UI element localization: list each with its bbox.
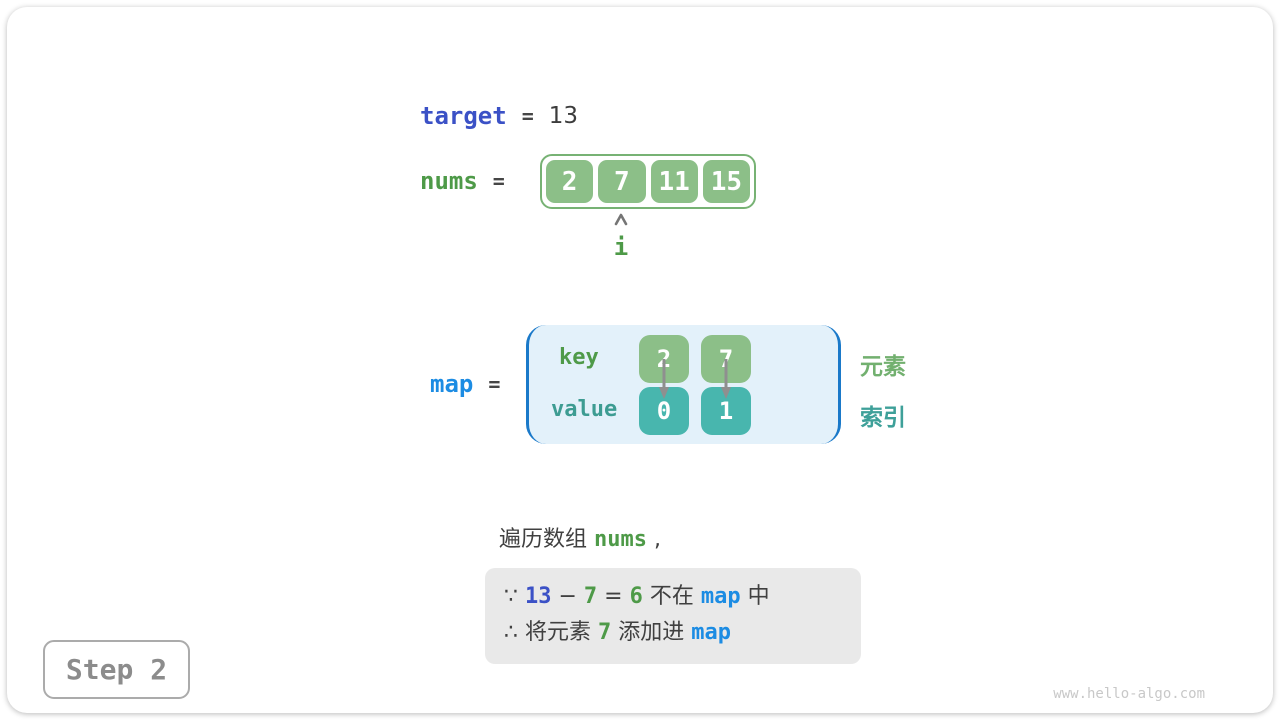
array-cell: 11 (650, 160, 698, 203)
array-cell: 7 (598, 160, 646, 203)
target-variable-name: target (420, 102, 507, 130)
equals-sign: = (488, 372, 501, 396)
diagram-card: target = 13 nums = 2 7 11 15 i map = key… (7, 7, 1273, 713)
target-row: target = 13 (420, 102, 578, 130)
equals-sign: = (492, 169, 505, 193)
map-value-cell: 1 (701, 387, 751, 435)
down-arrow-icon (659, 359, 669, 399)
index-pointer-label: i (613, 233, 629, 261)
step-badge: Step 2 (43, 640, 190, 699)
equals-sign: = (521, 104, 534, 128)
nums-array: 2 7 11 15 (540, 154, 756, 209)
index-legend-label: 索引 (860, 405, 906, 431)
array-cell: 2 (546, 160, 594, 203)
nums-row-label: nums = (420, 167, 505, 195)
map-variable-name: map (430, 370, 474, 398)
value-label: value (551, 397, 618, 422)
note-line-1: ∵ 13 − 7 = 6 不在 map 中 (504, 584, 770, 609)
element-legend-label: 元素 (860, 354, 906, 380)
key-label: key (559, 345, 599, 370)
down-arrow-icon (721, 359, 731, 399)
nums-variable-name: nums (420, 167, 478, 195)
map-container: key value 2 7 0 1 (526, 325, 841, 444)
note-box: ∵ 13 − 7 = 6 不在 map 中 ∴ 将元素 7 添加进 map (485, 568, 861, 664)
up-arrow-icon (614, 213, 628, 226)
watermark: www.hello-algo.com (1053, 686, 1205, 702)
caption-text: 遍历数组 nums , (499, 527, 661, 552)
array-cell: 15 (702, 160, 750, 203)
note-line-2: ∴ 将元素 7 添加进 map (504, 620, 731, 645)
map-value-cell: 0 (639, 387, 689, 435)
map-row-label: map = (430, 370, 500, 398)
target-value: 13 (548, 103, 579, 129)
